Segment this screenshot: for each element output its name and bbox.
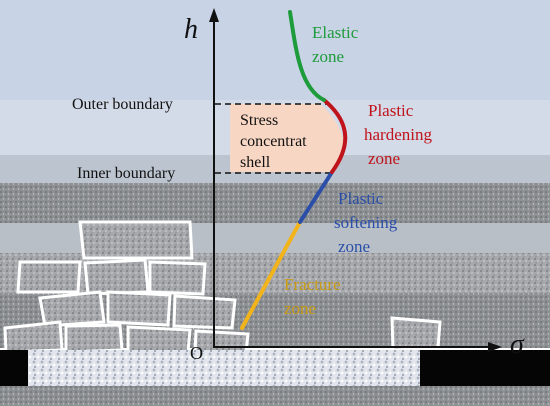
- y-axis-arrow: [209, 8, 219, 22]
- shell-label-line1: Stress: [240, 112, 278, 129]
- softening-zone-curve: [298, 170, 334, 224]
- hardening-zone-curve: [322, 98, 348, 174]
- hardening-zone-label-line1: Plastic: [368, 101, 414, 120]
- inner-boundary-label: Inner boundary: [77, 165, 175, 182]
- elastic-zone-curve: [288, 10, 326, 102]
- origin-label: O: [190, 343, 203, 363]
- y-axis-label: h: [184, 14, 198, 45]
- stress-curve: [240, 10, 348, 330]
- fracture-zone-label-line2: zone: [284, 299, 316, 318]
- softening-zone-label-line3: zone: [338, 237, 370, 256]
- shell-label-line2: concentrat: [240, 133, 307, 150]
- softening-zone-label-line2: softening: [334, 213, 398, 232]
- x-axis-label: σ: [510, 329, 525, 360]
- x-axis-arrow: [488, 342, 502, 352]
- hardening-zone-label-line3: zone: [368, 149, 400, 168]
- axes: [209, 8, 502, 352]
- coal-seam: [0, 350, 550, 406]
- elastic-zone-label-line1: Elastic: [312, 23, 359, 42]
- hardening-zone-label-line2: hardening: [364, 125, 432, 144]
- elastic-zone-label-line2: zone: [312, 47, 344, 66]
- fracture-zone-curve: [240, 220, 302, 330]
- stress-concentration-shell: [230, 104, 344, 172]
- outer-boundary-label: Outer boundary: [72, 96, 173, 113]
- softening-zone-label-line1: Plastic: [338, 189, 384, 208]
- shell-label-line3: shell: [240, 154, 271, 171]
- fracture-zone-label-line1: Fracture: [284, 275, 341, 294]
